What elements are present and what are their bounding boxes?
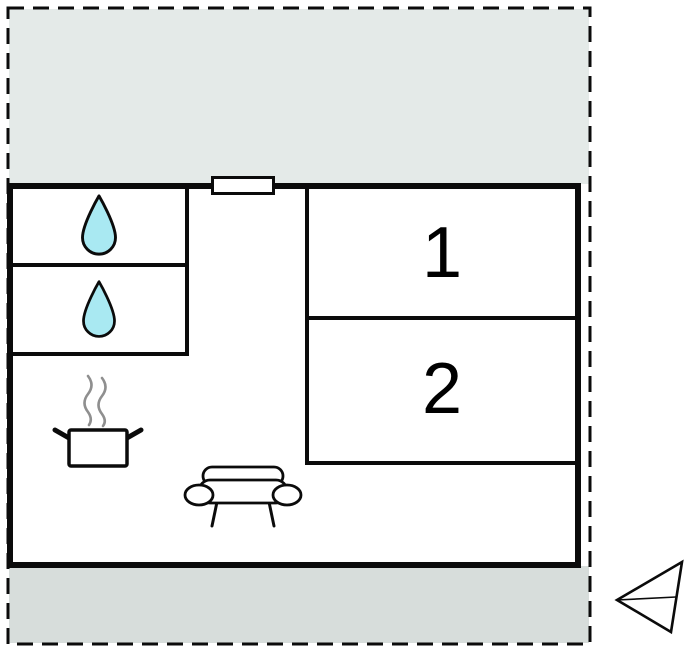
pot-handle-right	[124, 427, 144, 441]
water-drop-shape	[81, 194, 117, 256]
sofa-leg-right	[267, 500, 276, 528]
room-2-label: 2	[421, 348, 463, 429]
steam-line	[83, 374, 93, 427]
water-drop-icon	[81, 194, 117, 256]
terrace-top	[9, 9, 589, 184]
cooking-pot-icon	[52, 374, 144, 468]
sofa-leg-left	[210, 500, 219, 528]
bathroom-2	[13, 267, 185, 352]
sofa-arm-left	[183, 483, 215, 507]
pot-handle-left	[52, 427, 72, 441]
north-arrow-icon	[614, 559, 684, 635]
sofa-arm-right	[271, 483, 303, 507]
sofa-icon	[183, 465, 303, 528]
bathroom-1	[13, 189, 185, 267]
room-2: 2	[309, 320, 575, 457]
water-drop-icon	[82, 279, 116, 338]
pot-body	[67, 428, 129, 468]
north-arrow-fold-line	[616, 596, 677, 601]
north-arrow-shape	[614, 559, 684, 635]
building-outline: 1 2	[7, 183, 581, 568]
steam-line	[97, 376, 107, 428]
bedroom-block: 1 2	[305, 189, 575, 465]
terrace-bottom	[9, 566, 589, 643]
room-1: 1	[309, 189, 575, 320]
bathroom-block	[13, 189, 189, 356]
door-opening	[211, 176, 275, 195]
room-1-label: 1	[421, 212, 463, 293]
water-drop-shape	[82, 279, 116, 338]
